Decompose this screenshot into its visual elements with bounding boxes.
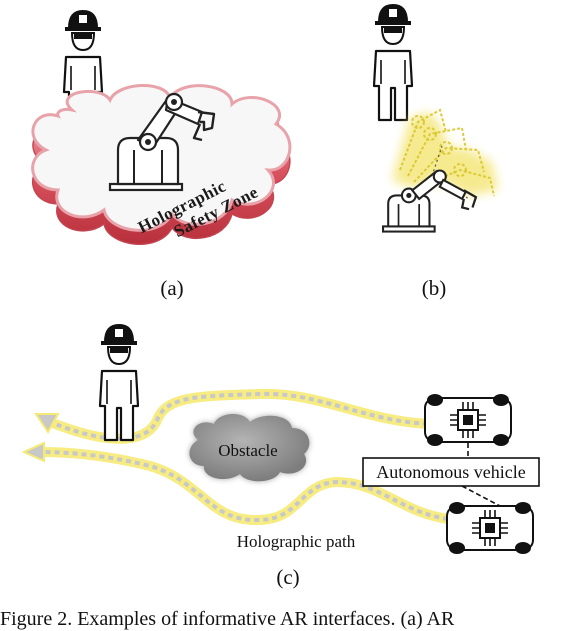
vehicle-top-icon [424,393,512,447]
vehicle-leader-lines [461,443,501,507]
holographic-path-lower [21,441,453,526]
panel-c-label: (c) [276,565,299,589]
vehicle-bottom-icon [446,501,534,555]
panel-b: (b) [372,2,498,300]
panel-a: Holographic Safety Zone (a) [31,8,292,300]
worker-c-icon [98,322,140,442]
holographic-arm-poses [392,108,498,201]
vehicle-label-box: Autonomous vehicle [362,457,540,487]
obstacle-label: Obstacle [218,441,277,460]
panel-b-label: (b) [422,276,447,300]
path-label: Holographic path [237,532,356,551]
worker-b-icon [372,2,414,122]
panel-a-label: (a) [160,276,183,300]
robot-arm-b-icon [382,169,478,233]
panel-c: Obstacle Autonomous vehicle Holographic … [21,322,540,589]
obstacle: Obstacle [189,413,310,482]
figure-caption: Figure 2. Examples of informative AR int… [0,608,455,630]
vehicle-label: Autonomous vehicle [376,462,525,482]
